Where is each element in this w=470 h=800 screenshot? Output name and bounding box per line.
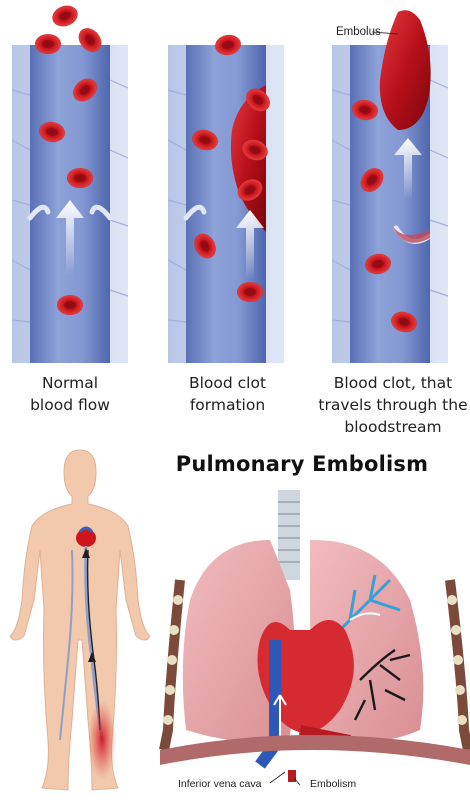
embolism-label: Embolism	[310, 778, 357, 790]
diagram-title: Pulmonary Embolism	[175, 452, 429, 476]
caption-clot-formation: Blood clot formation	[188, 374, 267, 414]
inferior-vena-cava-label: Inferior vena cava	[178, 778, 262, 790]
lungs-illustration	[159, 490, 470, 786]
caption-embolus-travels: Blood clot, that travels through the blo…	[318, 374, 468, 436]
vessel-panels-illustration	[11, 2, 449, 363]
panel-embolus-travels	[331, 10, 449, 363]
human-body-illustration	[9, 449, 151, 791]
caption-normal-flow: Normal blood flow	[30, 374, 110, 414]
panel-clot-formation	[167, 32, 284, 363]
panel-normal-flow	[11, 2, 129, 363]
embolus-label: Embolus	[336, 26, 381, 38]
